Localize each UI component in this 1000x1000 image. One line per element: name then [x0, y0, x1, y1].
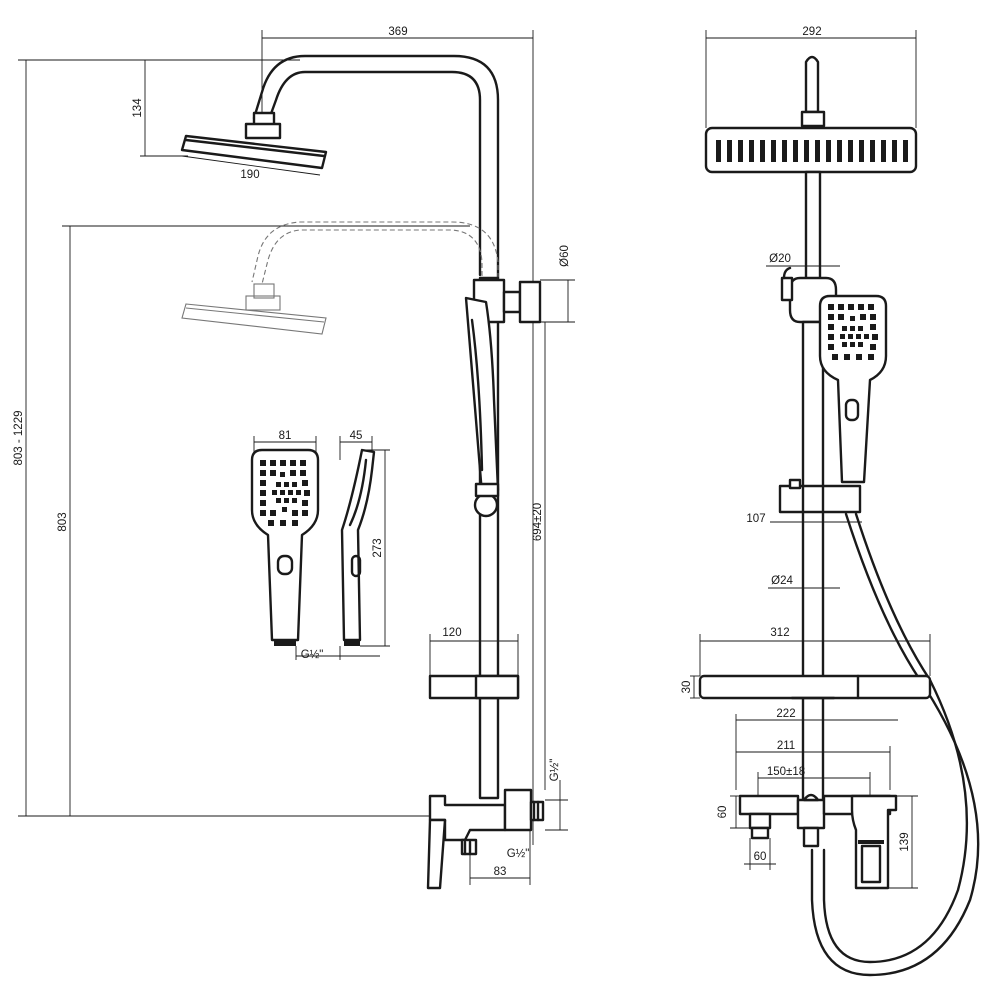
dim-label-30: 30 — [681, 681, 693, 694]
dim-label-134: 134 — [132, 98, 144, 118]
dim-height-range: 803 - 1229 — [13, 59, 440, 817]
mixer-valve-front — [738, 793, 898, 890]
hand-shower-profile — [340, 448, 376, 646]
dim-top-pipe-diameter: Ø20 — [766, 253, 840, 272]
hand-shower-mounted-front — [818, 294, 888, 484]
hand-shower-front — [250, 448, 320, 646]
wall-bracket-side — [472, 278, 542, 324]
dim-label-120: 120 — [442, 627, 461, 639]
head-connector — [244, 122, 282, 140]
front-view: 292 Ø20 — [681, 26, 980, 977]
dim-label-g12-outlet: G½" — [549, 759, 561, 782]
dim-mixer-body-width: 211 — [736, 740, 891, 790]
shelf-front: 312 30 — [681, 627, 932, 700]
rain-shower-head-front — [704, 126, 918, 174]
hand-shower-mounted-side — [464, 296, 500, 518]
mixer-valve-side — [426, 788, 545, 890]
dim-label-60-height: 60 — [717, 806, 729, 819]
dim-label-190: 190 — [240, 169, 259, 181]
dim-inlet-spacing: 150±18 — [757, 766, 871, 812]
dim-head-drop: 134 — [132, 60, 188, 157]
dim-holder-offset: 107 — [746, 513, 862, 528]
dim-label-150: 150±18 — [767, 766, 805, 778]
upper-riser-arm — [266, 70, 482, 277]
dim-height-fixed: 803 — [57, 225, 470, 816]
dim-label-273: 273 — [372, 538, 384, 557]
dim-label-694: 694±20 — [532, 503, 544, 541]
upper-pipe-front — [804, 170, 822, 294]
shelf-side: 120 — [428, 627, 520, 700]
head-connector-front — [800, 110, 826, 128]
dim-label-81: 81 — [279, 430, 292, 442]
head-arm-front — [804, 55, 820, 114]
dim-label-312: 312 — [770, 627, 789, 639]
dim-label-d20: Ø20 — [769, 253, 791, 265]
dim-hand-length: 273 — [360, 449, 390, 647]
dim-label-803: 803 — [57, 512, 69, 531]
hand-nozzles-front — [828, 304, 878, 360]
dim-head-width: 190 — [181, 155, 321, 181]
dim-label-83: 83 — [494, 866, 507, 878]
dim-label-107: 107 — [746, 513, 765, 525]
side-view: 369 803 - 1229 803 134 — [13, 26, 575, 890]
lower-pipe-front — [801, 320, 825, 824]
dim-label-139: 139 — [899, 832, 911, 851]
dim-mixer-outlet-thread: G½" 83 — [469, 830, 531, 885]
dim-outlet-thread: G½" — [545, 759, 568, 831]
dim-label-292: 292 — [802, 26, 821, 38]
dim-label-211: 211 — [777, 740, 795, 752]
head-nozzle-slots — [716, 140, 908, 162]
spray-nozzles-grid — [260, 460, 310, 526]
dim-bracket-diameter: Ø60 — [540, 245, 575, 323]
dim-label-369: 369 — [388, 26, 407, 38]
dim-lower-pipe-diameter: Ø24 — [768, 575, 840, 589]
dim-label-g12-hand: G½" — [301, 649, 324, 661]
dim-inlet-height: 60 — [717, 795, 752, 829]
lowered-position-ghost — [181, 221, 499, 335]
dim-label-45: 45 — [350, 430, 363, 442]
dim-label-60-width: 60 — [754, 851, 767, 863]
upper-riser-arm-outer — [252, 54, 500, 280]
dim-label-d60: Ø60 — [559, 245, 571, 267]
dim-right-head-width: 292 — [705, 26, 917, 128]
dim-label-803-1229: 803 - 1229 — [13, 411, 25, 466]
dim-label-g12-mixer: G½" — [507, 848, 530, 860]
dim-slide-range: 694±20 — [520, 321, 550, 790]
shower-hose — [810, 512, 980, 977]
dim-hand-depth: 45 — [339, 430, 373, 460]
dim-spout-height: 139 — [888, 795, 918, 889]
rain-shower-head-side — [180, 134, 328, 170]
dim-label-222: 222 — [776, 708, 795, 720]
slider-holder-front — [778, 478, 862, 514]
dim-inlet-width: 60 — [744, 838, 776, 870]
dim-left-total-width: 369 — [261, 26, 534, 845]
shower-hose-inner — [822, 512, 969, 964]
dim-hand-thread: G½" — [295, 646, 380, 661]
hand-shower-detail: 81 G½" — [250, 430, 390, 661]
dim-label-d24: Ø24 — [771, 575, 793, 587]
